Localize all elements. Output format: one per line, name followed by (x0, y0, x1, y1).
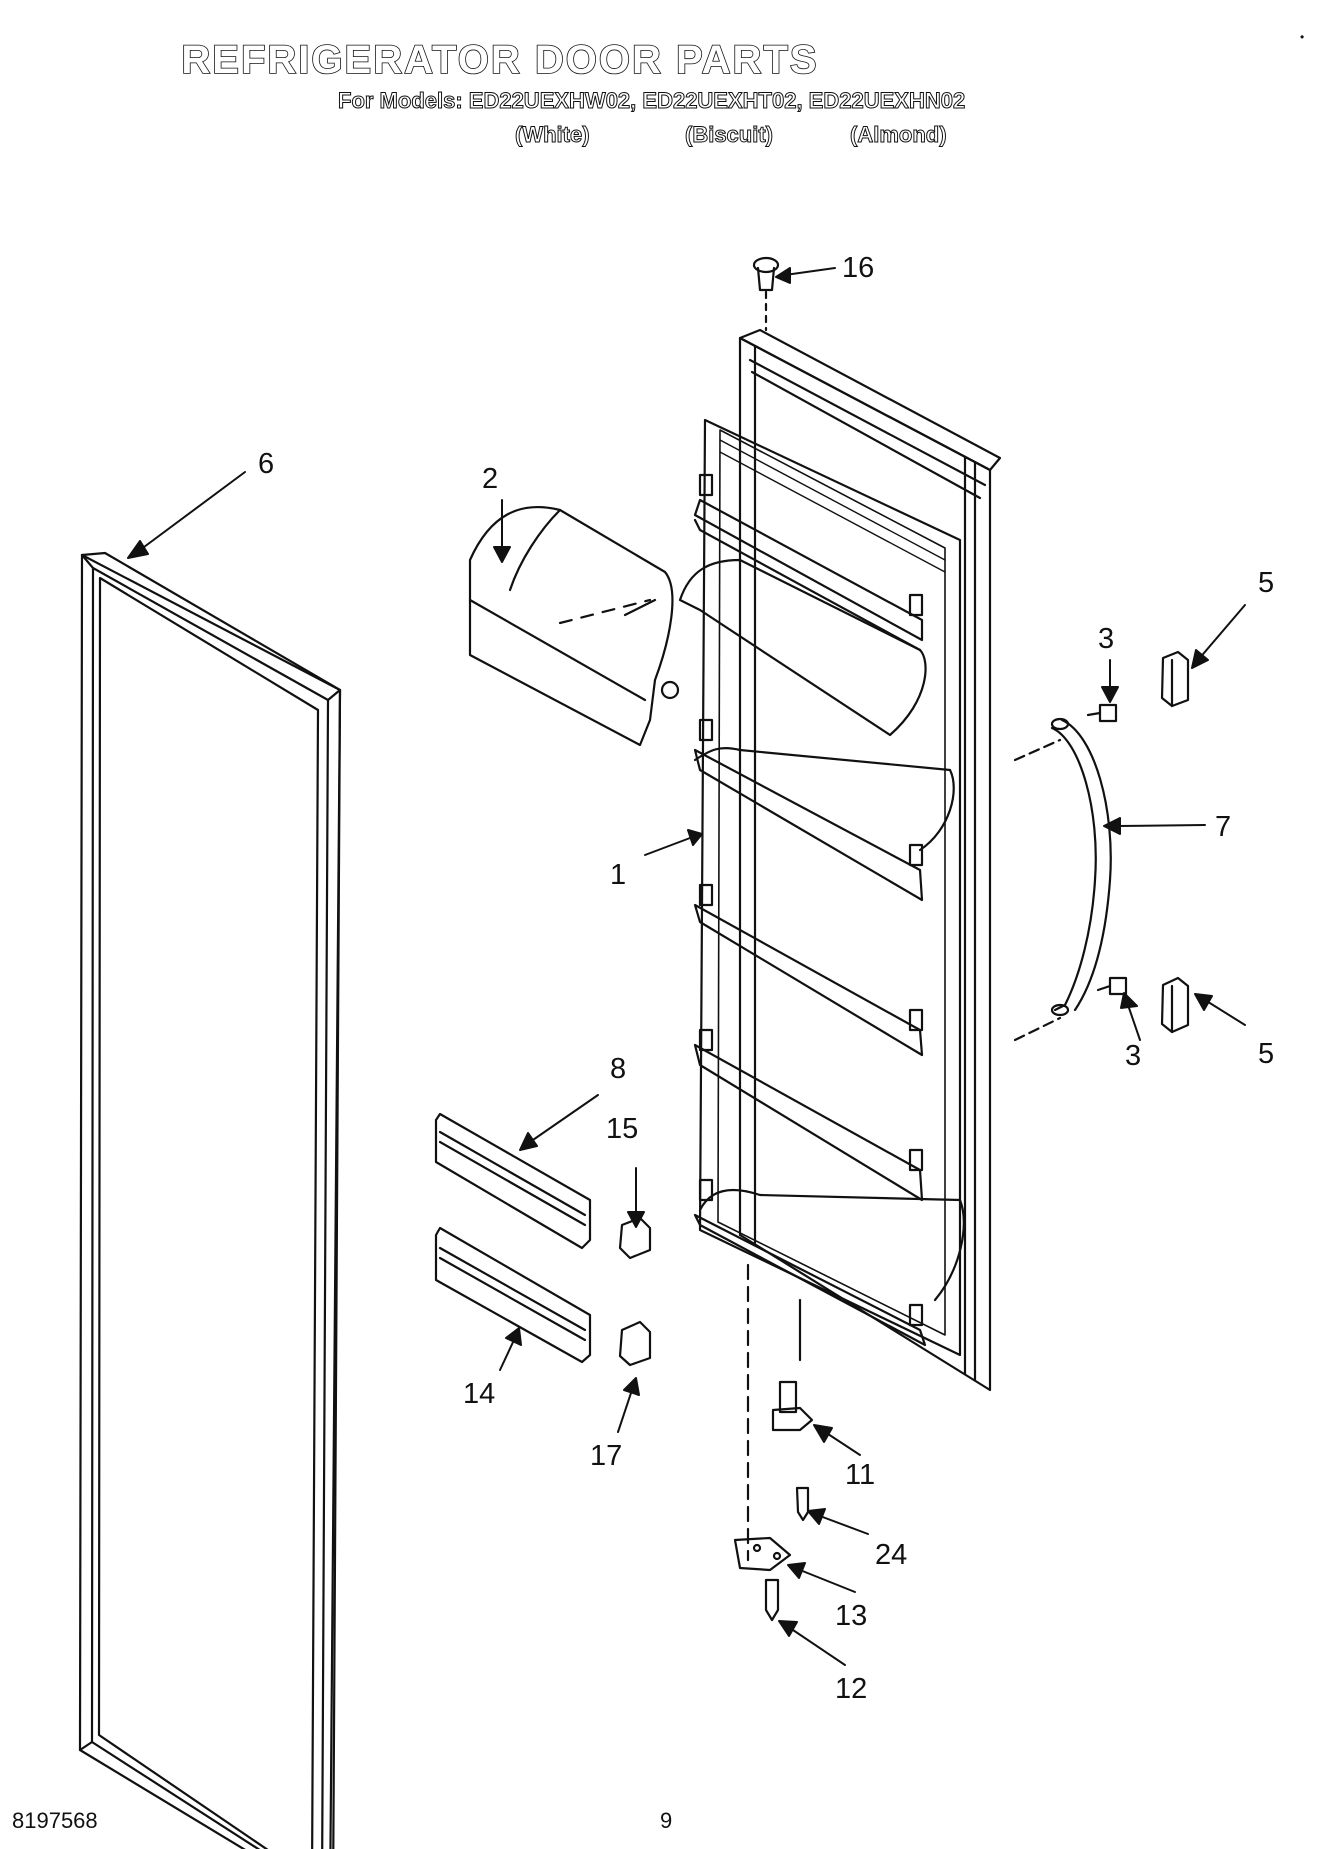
hinge-bracket-part (771, 1380, 814, 1432)
callout-5-top: 5 (1258, 567, 1274, 599)
callout-3-bottom: 3 (1125, 1040, 1141, 1072)
color-almond-label: (Almond) (850, 122, 948, 148)
callout-12: 12 (835, 1673, 867, 1705)
callout-2: 2 (482, 463, 498, 495)
callout-24: 24 (875, 1539, 907, 1571)
callout-13: 13 (835, 1600, 867, 1632)
color-biscuit-label: (Biscuit) (685, 122, 774, 148)
callout-17: 17 (590, 1440, 622, 1472)
lower-hinge-screw-part (764, 1578, 780, 1622)
callout-5-bottom: 5 (1258, 1038, 1274, 1070)
lower-hinge-part (733, 1536, 792, 1572)
callout-14: 14 (463, 1378, 495, 1410)
handle-screw-bottom (1096, 976, 1128, 996)
lower-door-trim-part (434, 1226, 592, 1364)
handle-end-cap-top (1160, 650, 1190, 708)
color-white-label: (White) (515, 122, 591, 148)
callout-3-top: 3 (1098, 623, 1114, 655)
callout-8: 8 (610, 1053, 626, 1085)
trim-end-cap-lower (618, 1320, 652, 1367)
door-liner-part (678, 328, 1002, 1562)
door-gasket-part (78, 551, 342, 1849)
callout-6: 6 (258, 448, 274, 480)
callout-7: 7 (1215, 811, 1231, 843)
callout-arrows (127, 267, 1246, 1666)
callout-11: 11 (845, 1459, 875, 1491)
door-shelves (678, 473, 965, 1347)
door-plug-part (752, 256, 780, 332)
upper-door-trim-part (434, 1112, 592, 1250)
document-number: 8197568 (12, 1808, 98, 1833)
page-title: REFRIGERATOR DOOR PARTS (181, 37, 819, 83)
page-number: 9 (660, 1808, 673, 1833)
callout-16: 16 (842, 252, 874, 284)
dairy-door-part (468, 506, 680, 747)
handle-end-cap-bottom (1160, 976, 1190, 1034)
callout-1: 1 (610, 859, 626, 891)
hinge-screw-part (795, 1486, 810, 1522)
door-handle-part (1013, 717, 1112, 1042)
callout-15: 15 (606, 1113, 638, 1145)
handle-screw-top (1086, 703, 1118, 723)
corner-mark: • (1300, 30, 1305, 44)
models-line: For Models: ED22UEXHW02, ED22UEXHT02, ED… (337, 88, 966, 114)
